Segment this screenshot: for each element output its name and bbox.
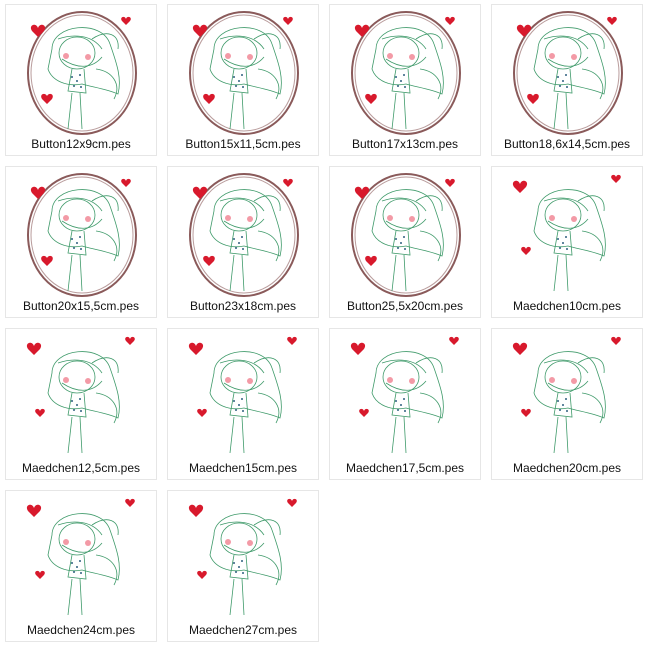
hearts-icon (512, 336, 621, 417)
embroidery-thumbnail (350, 336, 459, 454)
hearts-icon (188, 498, 297, 579)
girl-sketch (47, 513, 120, 616)
embroidery-thumbnail (512, 174, 621, 292)
girl-sketch (209, 27, 282, 130)
file-tile[interactable]: Button12x9cm.pes (5, 4, 157, 156)
oval-frame (189, 11, 299, 135)
file-name: Button23x18cm.pes (189, 299, 297, 313)
embroidery-thumbnail (26, 498, 135, 616)
girl-sketch (371, 351, 444, 454)
file-tile[interactable]: Maedchen10cm.pes (491, 166, 643, 318)
hearts-icon (516, 16, 617, 104)
embroidery-thumbnail (513, 11, 623, 135)
girl-sketch (533, 351, 606, 454)
oval-frame (27, 173, 137, 297)
file-tile[interactable]: Button23x18cm.pes (167, 166, 319, 318)
file-tile[interactable]: Button17x13cm.pes (329, 4, 481, 156)
hearts-icon (192, 178, 293, 266)
file-tile[interactable]: Maedchen20cm.pes (491, 328, 643, 480)
file-name: Button20x15,5cm.pes (22, 299, 140, 313)
embroidery-thumbnail (189, 11, 299, 135)
embroidery-thumbnail (512, 336, 621, 454)
file-tile[interactable]: Maedchen27cm.pes (167, 490, 319, 642)
file-name: Button17x13cm.pes (351, 137, 459, 151)
hearts-icon (30, 178, 131, 266)
file-name: Maedchen27cm.pes (188, 623, 298, 637)
file-tile[interactable]: Button18,6x14,5cm.pes (491, 4, 643, 156)
file-tile[interactable]: Button25,5x20cm.pes (329, 166, 481, 318)
girl-sketch (47, 189, 120, 292)
hearts-icon (354, 178, 455, 266)
hearts-icon (188, 336, 297, 417)
girl-sketch (533, 27, 606, 130)
file-tile[interactable]: Maedchen12,5cm.pes (5, 328, 157, 480)
embroidery-thumbnail (351, 173, 461, 297)
file-name: Button18,6x14,5cm.pes (503, 137, 631, 151)
embroidery-thumbnail (26, 336, 135, 454)
girl-sketch (371, 189, 444, 292)
file-tile[interactable]: Button20x15,5cm.pes (5, 166, 157, 318)
file-tile[interactable]: Button15x11,5cm.pes (167, 4, 319, 156)
embroidery-thumbnail (188, 336, 297, 454)
girl-sketch (533, 189, 606, 292)
file-name: Maedchen24cm.pes (26, 623, 136, 637)
file-name: Button25,5x20cm.pes (346, 299, 464, 313)
oval-frame (351, 11, 461, 135)
oval-frame (513, 11, 623, 135)
girl-sketch (47, 27, 120, 130)
hearts-icon (26, 336, 135, 417)
girl-sketch (209, 351, 282, 454)
hearts-icon (512, 174, 621, 255)
file-tile[interactable]: Maedchen15cm.pes (167, 328, 319, 480)
hearts-icon (192, 16, 293, 104)
file-name: Button15x11,5cm.pes (185, 137, 301, 151)
girl-sketch (209, 513, 282, 616)
file-grid: Button12x9cm.pes Button15x11,5cm.pes But… (5, 4, 643, 642)
oval-frame (189, 173, 299, 297)
hearts-icon (26, 498, 135, 579)
file-name: Maedchen17,5cm.pes (345, 461, 465, 475)
hearts-icon (30, 16, 131, 104)
file-name: Button12x9cm.pes (31, 137, 131, 151)
file-name: Maedchen10cm.pes (512, 299, 622, 313)
file-name: Maedchen15cm.pes (188, 461, 298, 475)
file-tile[interactable]: Maedchen17,5cm.pes (329, 328, 481, 480)
girl-sketch (47, 351, 120, 454)
embroidery-thumbnail (351, 11, 461, 135)
hearts-icon (354, 16, 455, 104)
embroidery-thumbnail (27, 11, 137, 135)
girl-sketch (209, 189, 282, 292)
embroidery-thumbnail (188, 498, 297, 616)
hearts-icon (350, 336, 459, 417)
oval-frame (27, 11, 137, 135)
file-tile[interactable]: Maedchen24cm.pes (5, 490, 157, 642)
oval-frame (351, 173, 461, 297)
girl-sketch (371, 27, 444, 130)
embroidery-thumbnail (189, 173, 299, 297)
embroidery-thumbnail (27, 173, 137, 297)
file-name: Maedchen12,5cm.pes (21, 461, 141, 475)
file-name: Maedchen20cm.pes (512, 461, 622, 475)
